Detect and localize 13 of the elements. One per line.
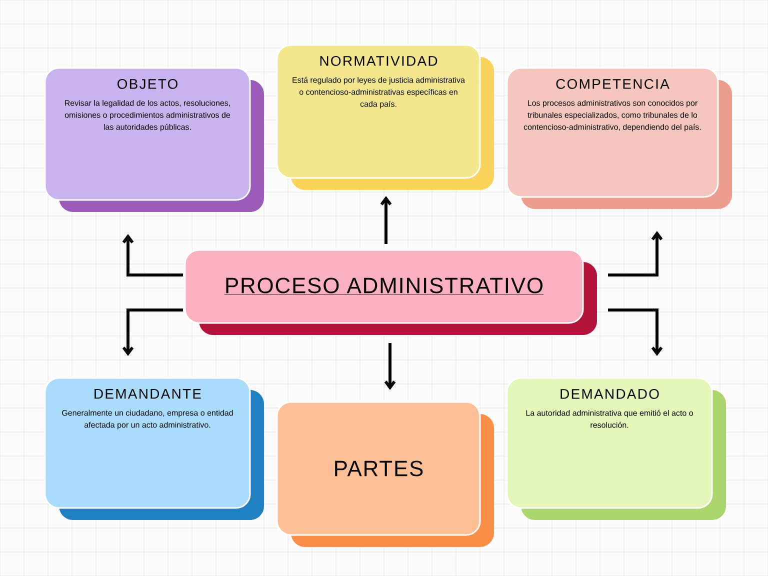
info-card: COMPETENCIA Los procesos administrativos son conocidos por tribunales especializados, como tribunales de lo contencioso-administrativo, dependiendo del país. bbox=[506, 67, 732, 209]
info-card: DEMANDANTE Generalmente un ciudadano, empresa o entidad afectada por un acto administrativo. bbox=[44, 377, 264, 520]
title-box: PROCESO ADMINISTRATIVO bbox=[184, 249, 597, 335]
arrow bbox=[608, 231, 663, 276]
info-card: DEMANDADO La autoridad administrativa que emitió el acto o resolución. bbox=[506, 377, 726, 520]
arrow bbox=[122, 308, 183, 356]
info-card: PARTES bbox=[276, 401, 494, 547]
arrow bbox=[380, 196, 392, 244]
info-card: NORMATIVIDAD Está regulado por leyes de justicia administrativa o contencioso-administrativas específicas en cada país. bbox=[276, 44, 494, 190]
arrow bbox=[608, 308, 663, 356]
arrow bbox=[122, 234, 183, 276]
info-card: OBJETO Revisar la legalidad de los actos, resoluciones, omisiones o procedimientos administrativos de las autoridades públicas. bbox=[44, 67, 264, 212]
arrow bbox=[384, 343, 396, 390]
